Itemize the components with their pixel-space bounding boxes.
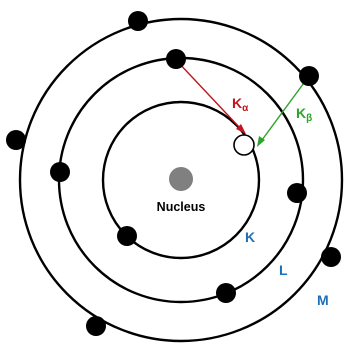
k-shell-electron bbox=[117, 226, 137, 246]
k-alpha-transition-arrow bbox=[175, 59, 246, 134]
m-shell-electron bbox=[86, 316, 106, 336]
l-shell-electron bbox=[216, 283, 236, 303]
k-shell-vacancy bbox=[233, 134, 255, 156]
shell-k-label: K bbox=[245, 229, 255, 245]
m-shell-electron bbox=[321, 247, 341, 267]
m-shell-electron bbox=[299, 66, 319, 86]
l-shell-electron bbox=[166, 49, 186, 69]
shell-k-orbit bbox=[101, 100, 261, 260]
k-beta-label-subscript: β bbox=[306, 113, 312, 124]
l-shell-electron bbox=[287, 183, 307, 203]
m-shell-electron bbox=[6, 130, 26, 150]
k-beta-transition-arrow bbox=[257, 75, 310, 147]
nucleus bbox=[169, 167, 193, 191]
shell-m-label: M bbox=[317, 292, 329, 308]
k-beta-label-base: K bbox=[296, 105, 306, 121]
k-beta-label: Kβ bbox=[296, 105, 312, 124]
k-alpha-label-base: K bbox=[232, 95, 242, 111]
k-alpha-label-subscript: α bbox=[242, 103, 249, 114]
k-alpha-label: Kα bbox=[232, 95, 249, 114]
shell-m-orbit bbox=[18, 17, 344, 343]
l-shell-electron bbox=[50, 162, 70, 182]
nucleus-label: Nucleus bbox=[157, 200, 206, 214]
shell-l-label: L bbox=[279, 262, 288, 278]
m-shell-electron bbox=[128, 11, 148, 31]
